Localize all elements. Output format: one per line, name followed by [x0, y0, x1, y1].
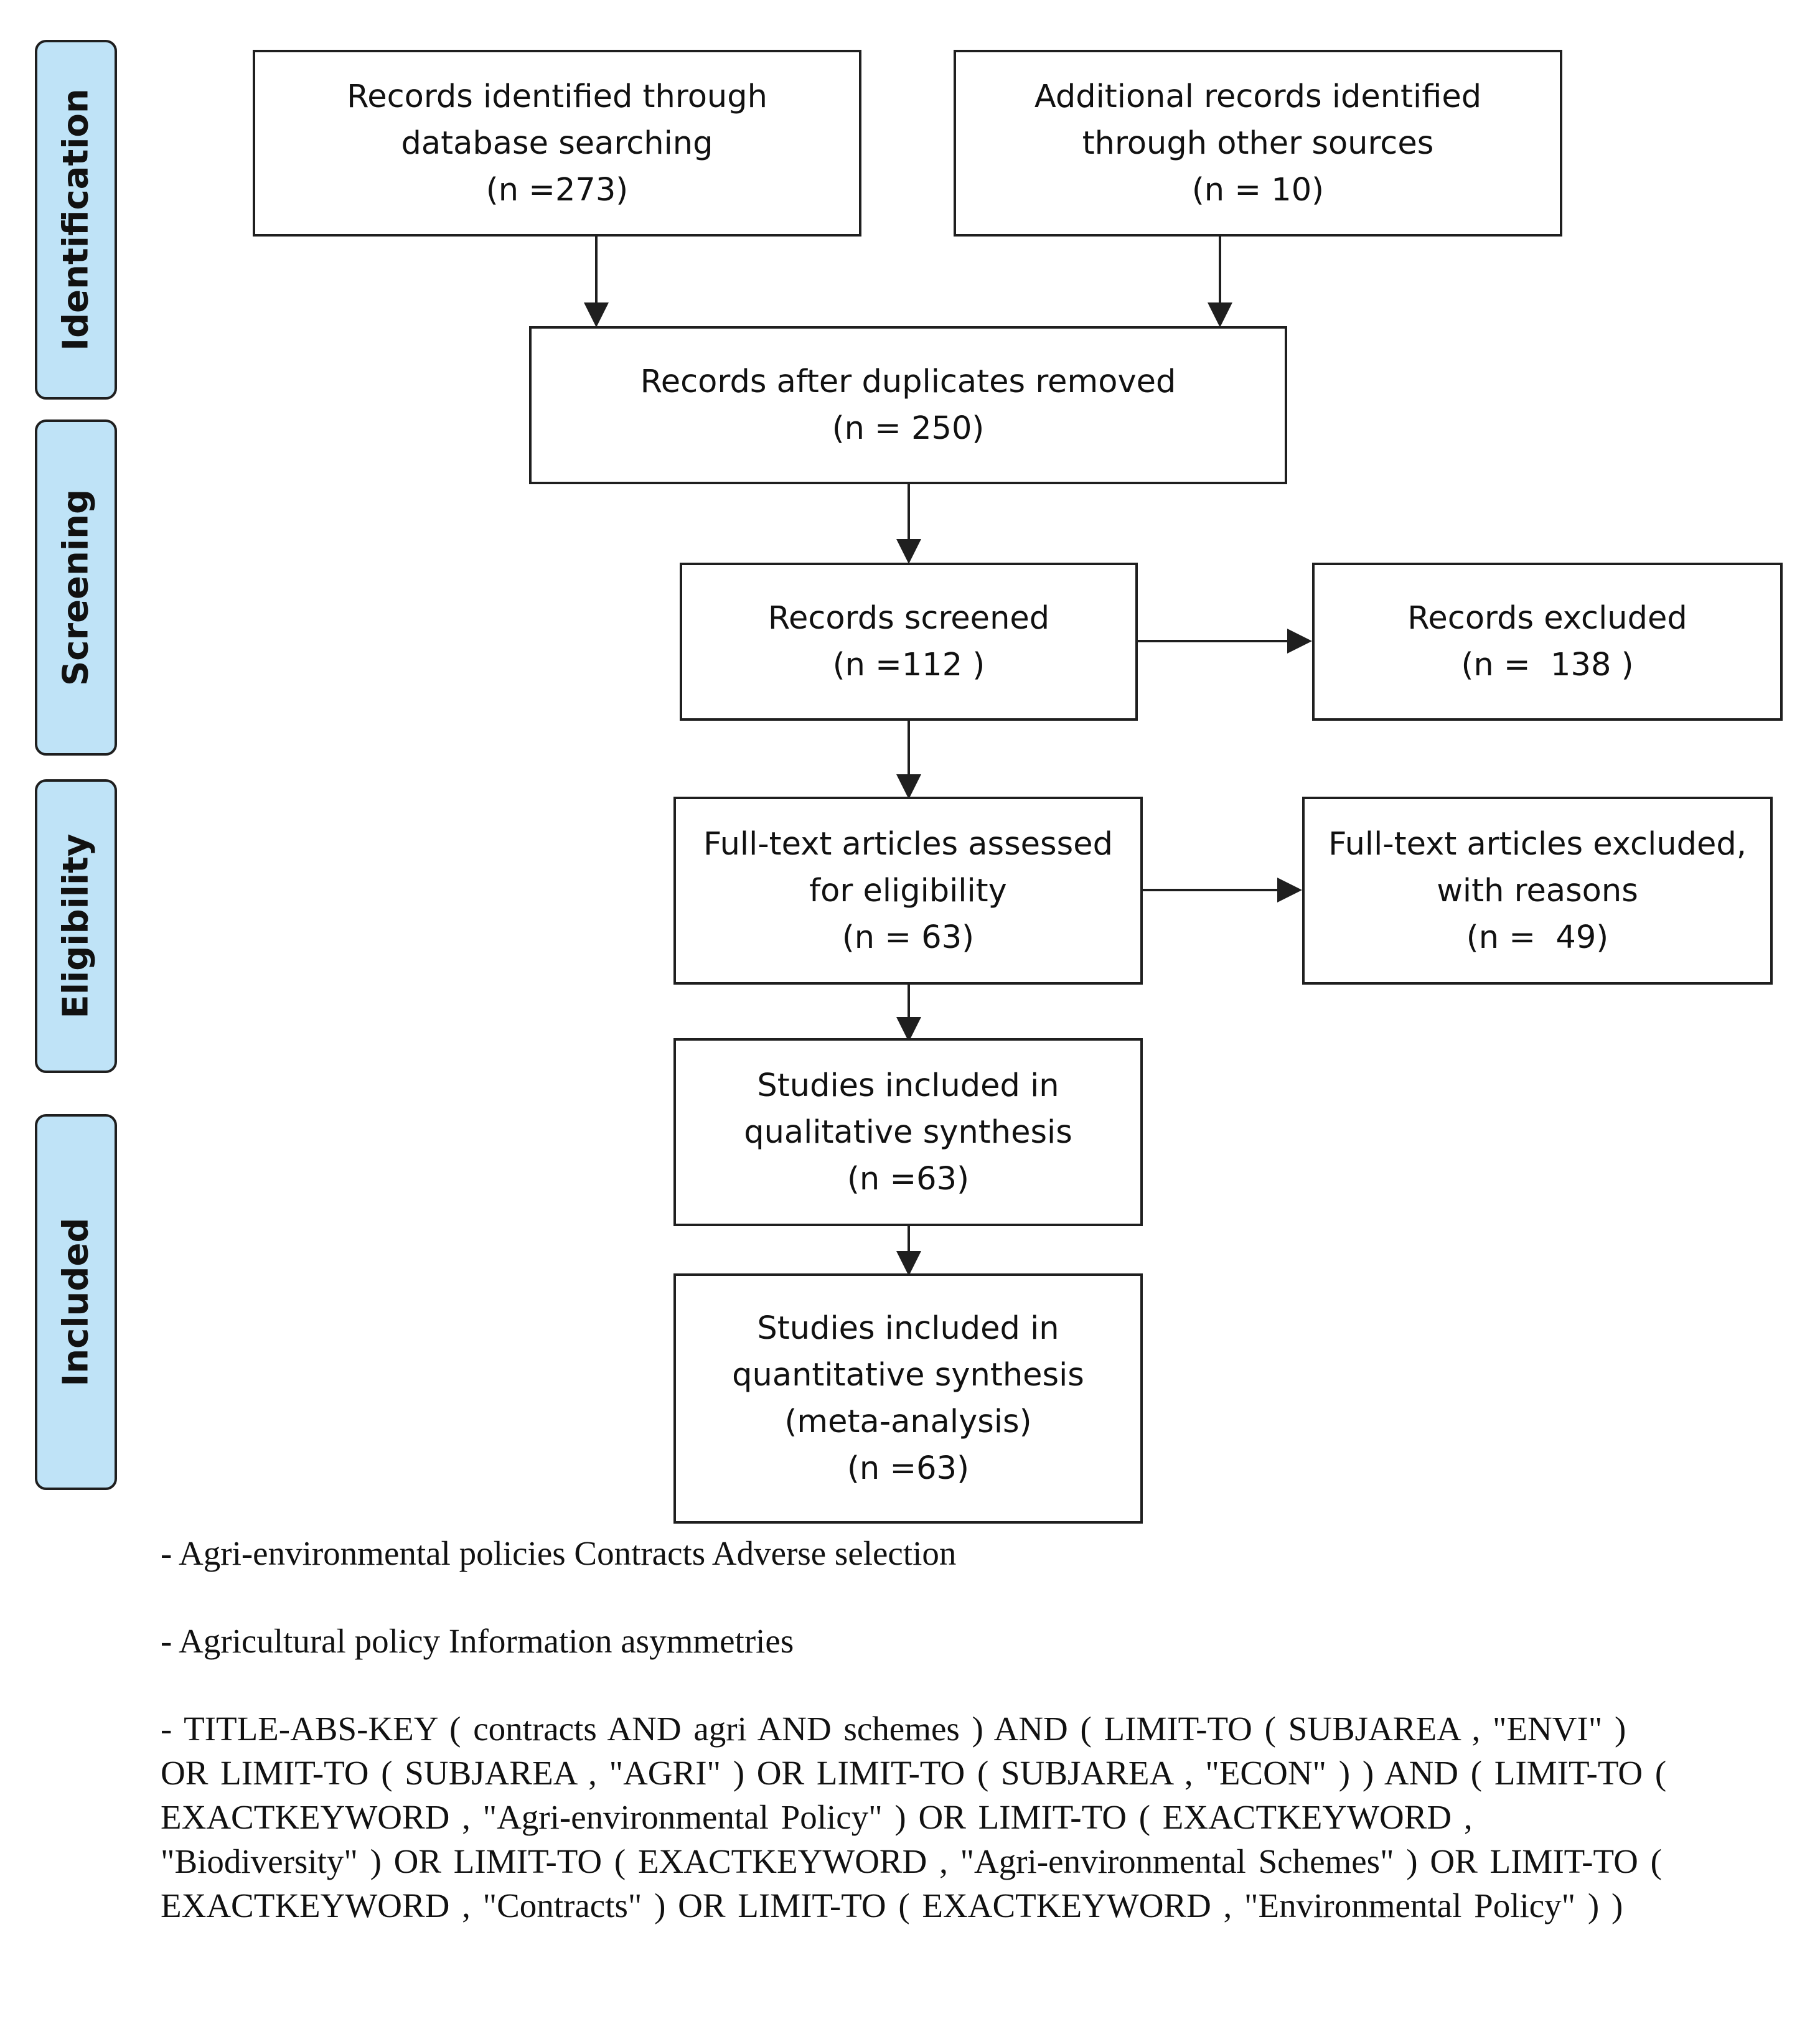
box-line: Records excluded: [1407, 600, 1687, 637]
box-line: Records after duplicates removed: [640, 363, 1176, 400]
box-line: Studies included in: [757, 1310, 1059, 1347]
phase-screening: Screening: [35, 419, 117, 756]
box-line: Studies included in: [757, 1067, 1059, 1104]
box-line: through other sources: [1082, 124, 1434, 162]
box-count: (n =63): [847, 1450, 969, 1487]
box-line: qualitative synthesis: [744, 1113, 1072, 1151]
box-quantitative-synthesis: Studies included in quantitative synthes…: [673, 1273, 1143, 1524]
box-count: (n = 63): [842, 919, 975, 956]
box-count: (n = 138 ): [1461, 647, 1634, 683]
box-fulltext-assessed: Full-text articles assessed for eligibil…: [673, 797, 1143, 985]
box-line: with reasons: [1437, 872, 1638, 909]
phase-eligibility: Eligibility: [35, 779, 117, 1073]
box-count: (n = 10): [1191, 171, 1325, 209]
box-records-screened: Records screened (n =112 ): [680, 563, 1138, 721]
box-database-searching: Records identified through database sear…: [253, 50, 861, 237]
box-line: Full-text articles assessed: [703, 825, 1113, 863]
box-qualitative-synthesis: Studies included in qualitative synthesi…: [673, 1038, 1143, 1226]
box-line: Additional records identified: [1034, 78, 1482, 115]
box-line: Records screened: [767, 600, 1050, 637]
box-count: (n = 250): [832, 410, 985, 447]
search-notes: - Agri-environmental policies Contracts …: [161, 1531, 1679, 1928]
box-duplicates-removed: Records after duplicates removed (n = 25…: [529, 326, 1287, 484]
phase-identification: Identification: [35, 40, 117, 400]
box-count: (n = 49): [1466, 919, 1609, 956]
box-line: Records identified through: [347, 78, 767, 115]
box-records-excluded: Records excluded (n = 138 ): [1312, 563, 1783, 721]
box-line: quantitative synthesis: [732, 1357, 1084, 1394]
box-count: (n =112 ): [832, 647, 985, 683]
box-line: database searching: [401, 124, 713, 162]
box-line: Full-text articles excluded,: [1328, 825, 1747, 863]
box-count: (n =63): [847, 1160, 969, 1197]
box-other-sources: Additional records identified through ot…: [954, 50, 1562, 237]
phase-included: Included: [35, 1114, 117, 1490]
box-line: (meta-analysis): [784, 1404, 1032, 1440]
note-keywords-1: - Agri-environmental policies Contracts …: [161, 1534, 957, 1572]
box-count: (n =273): [485, 171, 629, 209]
note-keywords-2: - Agricultural policy Information asymme…: [161, 1622, 794, 1660]
box-line: for eligibility: [809, 872, 1007, 909]
box-fulltext-excluded: Full-text articles excluded, with reason…: [1302, 797, 1773, 985]
note-search-query: - TITLE-ABS-KEY ( contracts AND agri AND…: [161, 1710, 1667, 1924]
